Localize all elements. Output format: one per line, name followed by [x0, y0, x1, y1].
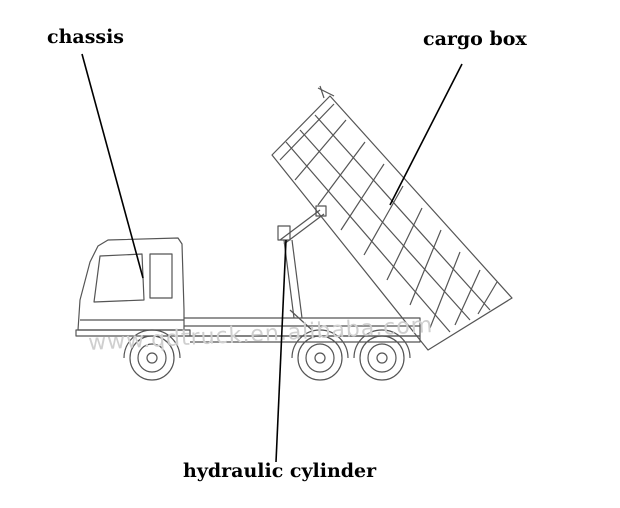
hydraulic-cylinder-leader-line — [275, 239, 287, 463]
chassis-label: chassis — [47, 26, 125, 48]
cargo-box-leader-line — [389, 63, 463, 206]
rear-wheel-1 — [291, 329, 349, 381]
hydraulic-cylinder-label: hydraulic cylinder — [183, 460, 377, 482]
rear-wheel-2 — [353, 329, 411, 381]
cargo-box — [271, 85, 513, 351]
chassis-leader-line — [81, 53, 144, 279]
front-wheel — [123, 329, 181, 381]
truck-cab — [75, 237, 191, 337]
cargo-box-label: cargo box — [423, 28, 527, 50]
